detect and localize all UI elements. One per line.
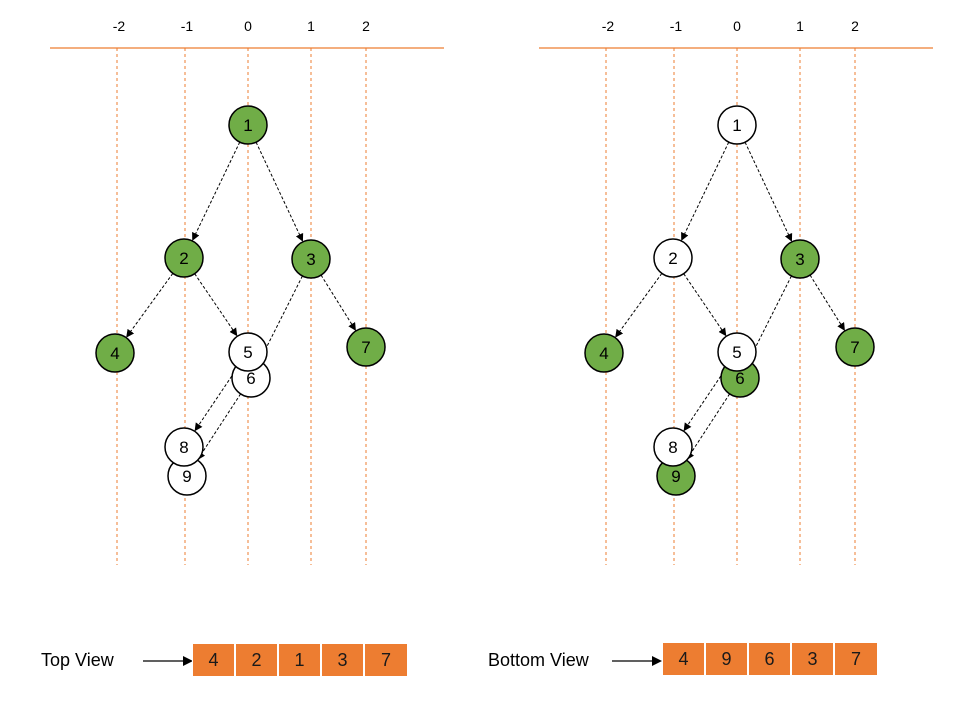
- edge-2-4: [615, 273, 663, 338]
- top-view-caption: Top View: [41, 650, 114, 670]
- edge-6-9: [686, 393, 731, 461]
- column-label: 2: [851, 18, 859, 34]
- node-label: 3: [795, 250, 804, 269]
- node-circle: [835, 327, 875, 367]
- column-label: -1: [670, 18, 683, 34]
- node-label: 7: [850, 338, 859, 357]
- top-view-panel: -2 -1 0 1 2 1 2 3 4 7 6 5 9 8: [50, 18, 444, 565]
- column-label: -1: [181, 18, 194, 34]
- node-label: 8: [668, 438, 677, 457]
- edge-3-7: [320, 274, 356, 331]
- column-label: 1: [796, 18, 804, 34]
- edge-2-4: [126, 273, 174, 338]
- edge-1-3: [255, 141, 304, 242]
- node-label: 2: [668, 249, 677, 268]
- column-label: -2: [113, 18, 126, 34]
- node-label: 9: [671, 467, 680, 486]
- node-circle: [717, 105, 757, 145]
- node-label: 8: [179, 438, 188, 457]
- bottom-view-caption: Bottom View: [488, 650, 589, 670]
- node-circle: [653, 427, 693, 467]
- node-7: 7: [346, 327, 386, 367]
- top-view-arrow-icon: [143, 656, 193, 666]
- node-5: 5: [717, 332, 757, 372]
- top-view-result-cell: 3: [321, 643, 364, 677]
- bottom-view-result-cell: 7: [834, 642, 878, 676]
- edge-2-5: [194, 273, 238, 337]
- node-1: 1: [717, 105, 757, 145]
- node-label: 5: [243, 343, 252, 362]
- node-circle: [291, 239, 331, 279]
- node-5: 5: [228, 332, 268, 372]
- bottom-view-arrow-icon: [612, 656, 662, 666]
- node-label: 1: [732, 116, 741, 135]
- column-label: 0: [733, 18, 741, 34]
- bottom-view-panel: -2 -1 0 1 2 1 2 3 4 7 6 5 9 8: [539, 18, 933, 565]
- edge-1-2: [192, 141, 241, 241]
- node-4: 4: [95, 333, 135, 373]
- node-circle: [717, 332, 757, 372]
- node-circle: [584, 333, 624, 373]
- node-label: 6: [735, 369, 744, 388]
- node-3: 3: [780, 239, 820, 279]
- node-label: 1: [243, 116, 252, 135]
- edge-1-3: [744, 141, 793, 242]
- edge-1-2: [681, 141, 730, 241]
- node-7: 7: [835, 327, 875, 367]
- top-view-result-cell: 4: [192, 643, 235, 677]
- edge-5-8: [683, 367, 727, 432]
- node-1: 1: [228, 105, 268, 145]
- edge-3-6: [748, 275, 792, 362]
- node-label: 3: [306, 250, 315, 269]
- top-view-result-cell: 7: [364, 643, 408, 677]
- node-label: 6: [246, 369, 255, 388]
- edge-2-5: [683, 273, 727, 337]
- bottom-view-result-cell: 9: [705, 642, 748, 676]
- node-label: 5: [732, 343, 741, 362]
- node-label: 4: [110, 344, 119, 363]
- edge-6-9: [197, 393, 242, 461]
- node-circle: [164, 427, 204, 467]
- column-label: -2: [602, 18, 615, 34]
- node-label: 2: [179, 249, 188, 268]
- node-label: 4: [599, 344, 608, 363]
- node-label: 9: [182, 467, 191, 486]
- edge-3-6: [259, 275, 303, 362]
- column-label: 0: [244, 18, 252, 34]
- node-circle: [228, 332, 268, 372]
- node-2: 2: [653, 238, 693, 278]
- node-circle: [95, 333, 135, 373]
- node-circle: [228, 105, 268, 145]
- bottom-view-result-cell: 4: [662, 642, 705, 676]
- node-4: 4: [584, 333, 624, 373]
- node-label: 7: [361, 338, 370, 357]
- node-9: 9: [656, 456, 696, 496]
- node-circle: [780, 239, 820, 279]
- bottom-view-result-cell: 6: [748, 642, 791, 676]
- top-view-result-cell: 1: [278, 643, 321, 677]
- bottom-view-result-cell: 3: [791, 642, 834, 676]
- node-circle: [653, 238, 693, 278]
- node-circle: [164, 238, 204, 278]
- column-label: 2: [362, 18, 370, 34]
- node-2: 2: [164, 238, 204, 278]
- top-view-result-cell: 2: [235, 643, 278, 677]
- node-circle: [346, 327, 386, 367]
- node-8: 8: [653, 427, 693, 467]
- edge-3-7: [809, 274, 845, 331]
- edge-5-8: [194, 367, 238, 432]
- node-8: 8: [164, 427, 204, 467]
- column-label: 1: [307, 18, 315, 34]
- node-3: 3: [291, 239, 331, 279]
